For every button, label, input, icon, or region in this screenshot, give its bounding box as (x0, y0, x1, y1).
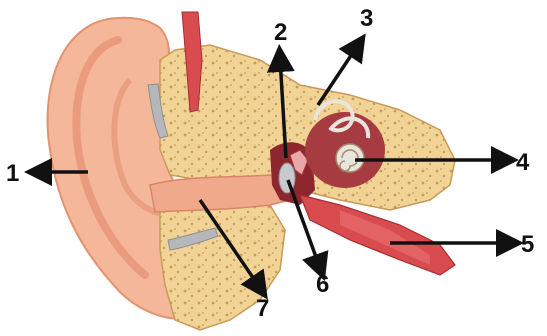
label-1: 1 (6, 160, 19, 187)
label-4: 4 (516, 149, 530, 176)
label-6: 6 (316, 271, 329, 298)
label-5: 5 (521, 231, 534, 258)
label-7: 7 (256, 295, 269, 322)
label-2: 2 (274, 19, 287, 46)
label-3: 3 (360, 5, 373, 32)
